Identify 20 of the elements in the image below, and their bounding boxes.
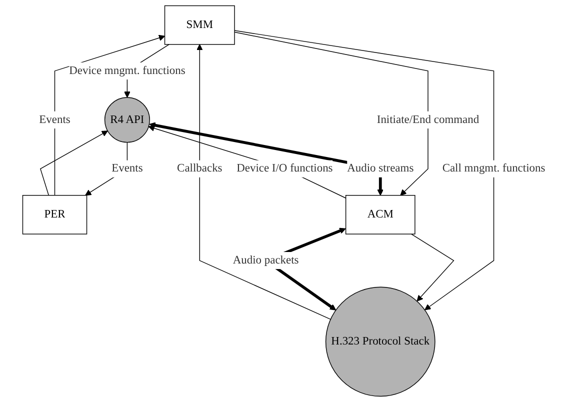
edge-label: Device mngmt. functions [68, 64, 185, 77]
arrow [410, 234, 454, 302]
edge-label: Events [111, 162, 142, 175]
node-circle: R4 API [104, 97, 150, 143]
edge-label: Audio packets [232, 254, 298, 266]
arrow [148, 125, 346, 198]
arrow [148, 122, 384, 196]
arrow [40, 130, 108, 196]
arrow [234, 32, 428, 196]
node-circle: H.323 Protocol Stack [324, 286, 435, 397]
edge-label: Initiate/End command [376, 113, 479, 126]
edge-label: Events [38, 113, 70, 126]
edge-label: Callbacks [176, 162, 222, 175]
node-box: ACM [344, 195, 415, 234]
node-box: SMM [164, 5, 234, 45]
edge-label: Device I/O functions [236, 162, 332, 175]
node-box: PER [22, 195, 87, 234]
edge-label: Call mngmt. functions [442, 162, 545, 175]
edge-label: Audio streams [346, 162, 414, 175]
arrow [196, 44, 330, 320]
